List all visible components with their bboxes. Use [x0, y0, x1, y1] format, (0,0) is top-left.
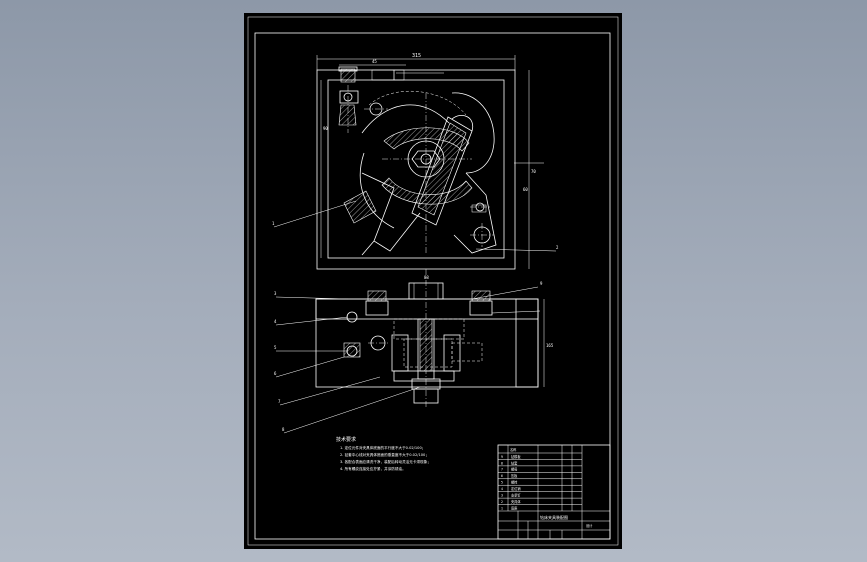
parts-row-number: 2: [501, 500, 503, 504]
parts-row-name: 压板: [511, 473, 518, 478]
designer-label: 设计: [586, 523, 593, 528]
parts-row-name: 钻模板: [511, 454, 521, 459]
parts-row-name: 钻套: [511, 460, 518, 465]
assembly-drawing: 315 45 90 70 60: [247, 16, 619, 546]
parts-rows: 9 钻模板 8 钻套 7 螺母 6 压板 5 螺栓 4 定位销 3 支承钉 2 夹具体 1 底座: [498, 452, 582, 510]
dim-front-side: 165: [546, 343, 554, 348]
svg-text:3: 3: [274, 291, 277, 296]
svg-text:8: 8: [282, 427, 285, 432]
parts-row-name: 支承钉: [511, 493, 521, 498]
note-line-4: 4. 所有螺纹连接处应拧紧，并涂防锈油。: [340, 466, 406, 471]
dim-front-top: 88: [424, 275, 429, 280]
parts-row-number: 8: [501, 461, 503, 465]
dim-top-width: 315: [412, 53, 421, 59]
svg-text:1: 1: [272, 221, 275, 226]
note-line-1: 1. 定位元件对夹具体底面的平行度不大于0.02/100；: [340, 445, 425, 450]
parts-row-number: 5: [501, 481, 503, 485]
svg-text:5: 5: [274, 345, 277, 350]
title-block: 名称: [497, 444, 611, 540]
technical-notes: 技术要求 1. 定位元件对夹具体底面的平行度不大于0.02/100； 2. 钻套…: [336, 436, 431, 471]
inner-border: [254, 32, 611, 540]
svg-text:9: 9: [540, 281, 543, 286]
note-line-3: 3. 各配合表面应清洗干净，装配后转动灵活无卡滞现象；: [340, 459, 431, 464]
parts-row-number: 1: [501, 506, 503, 510]
svg-text:7: 7: [278, 399, 281, 404]
dim-right-a: 70: [531, 169, 536, 174]
parts-row-number: 3: [501, 494, 503, 498]
front-view: 165 88: [315, 269, 554, 408]
parts-row-name: 定位销: [511, 486, 521, 491]
top-view: 315 45 90 70 60: [316, 53, 544, 270]
dim-top-small: 45: [372, 59, 377, 64]
balloon-labels: 1 2 3 4 5 6 7 8 9: [272, 221, 559, 432]
parts-row-number: 9: [501, 455, 503, 459]
leaders: [273, 200, 557, 434]
notes-heading: 技术要求: [336, 436, 356, 443]
svg-text:4: 4: [274, 319, 277, 324]
parts-row-number: 4: [501, 487, 503, 491]
parts-row-name: 底座: [511, 505, 518, 510]
dim-left-plan: 90: [323, 126, 328, 131]
drawing-title: 钻床夹具装配图: [540, 514, 568, 520]
outer-border: [247, 16, 619, 546]
svg-text:2: 2: [556, 245, 559, 250]
svg-text:6: 6: [274, 371, 277, 376]
note-line-2: 2. 钻套中心线对夹具体底面的垂直度不大于0.02/100；: [340, 452, 429, 457]
parts-row-name: 夹具体: [511, 499, 521, 504]
parts-row-name: 螺母: [511, 467, 517, 472]
parts-row-name: 螺栓: [511, 480, 518, 485]
parts-row-number: 6: [501, 474, 503, 478]
parts-row-number: 7: [501, 468, 503, 472]
parts-header: 名称: [510, 447, 517, 452]
drawing-sheet: 315 45 90 70 60: [244, 13, 622, 549]
dim-right-b: 60: [523, 187, 528, 192]
